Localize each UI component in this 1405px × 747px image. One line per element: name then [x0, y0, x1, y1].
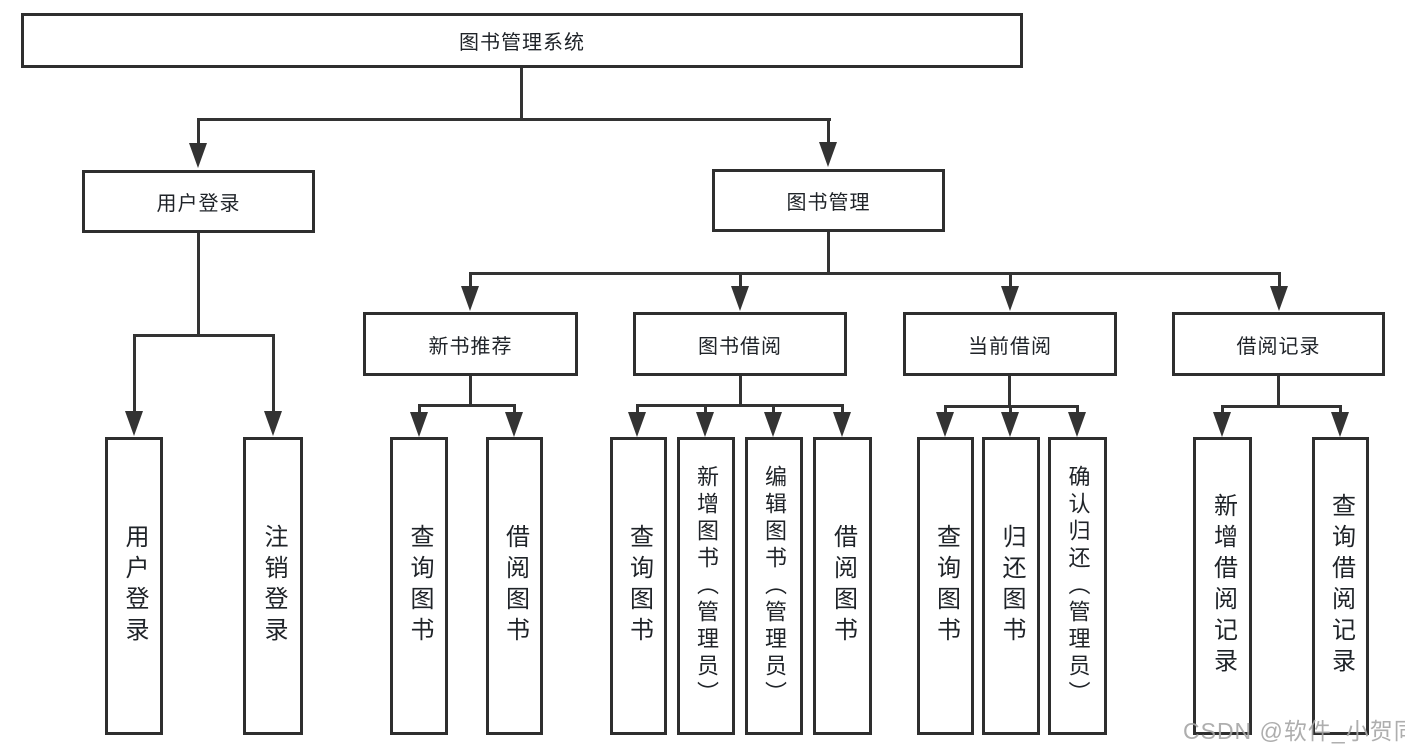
connector-line [272, 334, 275, 416]
connector-line [704, 404, 707, 417]
arrow-down-icon [1213, 412, 1231, 437]
leaf-query-book: 查询图书 [917, 437, 974, 735]
arrow-down-icon [1001, 412, 1019, 437]
connector-line [739, 272, 742, 290]
connector-line [520, 68, 523, 121]
leaf-label: 编辑图书（管理员） [762, 464, 787, 708]
node-new-book-recommend: 新书推荐 [363, 312, 578, 376]
leaf-label: 确认归还（管理员） [1065, 464, 1091, 708]
node-root-label: 图书管理系统 [459, 32, 585, 54]
leaf-label: 新增图书（管理员） [694, 464, 719, 708]
arrow-down-icon [505, 412, 523, 437]
node-current-borrow: 当前借阅 [903, 312, 1117, 376]
arrow-down-icon [1001, 286, 1019, 311]
connector-line [469, 272, 1281, 275]
arrow-down-icon [1331, 412, 1349, 437]
arrow-down-icon [936, 412, 954, 437]
arrow-down-icon [125, 411, 143, 436]
leaf-label: 查询借阅记录 [1327, 493, 1355, 679]
arrow-down-icon [410, 412, 428, 437]
connector-line [636, 404, 639, 417]
leaf-label: 查询图书 [406, 524, 433, 648]
leaf-label: 查询图书 [932, 524, 960, 648]
connector-line [197, 233, 200, 337]
connector-line [469, 272, 472, 290]
arrow-down-icon [764, 412, 782, 437]
node-borrow-record: 借阅记录 [1172, 312, 1385, 376]
connector-line [1076, 405, 1079, 417]
arrow-down-icon [628, 412, 646, 437]
node-label: 当前借阅 [968, 335, 1052, 358]
connector-line [772, 404, 775, 417]
arrow-down-icon [189, 143, 207, 168]
leaf-label: 归还图书 [998, 524, 1025, 648]
connector-line [418, 404, 516, 407]
connector-line [133, 334, 275, 337]
leaf-edit-book-admin: 编辑图书（管理员） [745, 437, 803, 735]
node-label: 用户登录 [156, 193, 241, 215]
connector-line [1221, 405, 1224, 417]
node-label: 新书推荐 [428, 335, 513, 358]
connector-line [1009, 405, 1012, 417]
connector-line [739, 376, 742, 407]
connector-line [197, 118, 200, 148]
leaf-query-book: 查询图书 [610, 437, 667, 735]
connector-line [1278, 272, 1281, 290]
connector-line [944, 405, 947, 417]
arrow-down-icon [461, 286, 479, 311]
arrow-down-icon [264, 411, 282, 436]
connector-line [827, 118, 830, 148]
leaf-label: 新增借阅记录 [1209, 493, 1237, 679]
leaf-confirm-return-admin: 确认归还（管理员） [1048, 437, 1107, 735]
leaf-query-book: 查询图书 [390, 437, 448, 735]
connector-line [133, 334, 136, 416]
node-label: 借阅记录 [1236, 335, 1321, 358]
connector-line [469, 376, 472, 407]
arrow-down-icon [1068, 412, 1086, 437]
leaf-label: 用户登录 [121, 524, 148, 648]
node-root: 图书管理系统 [21, 13, 1023, 68]
leaf-borrow-book: 借阅图书 [813, 437, 872, 735]
connector-line [513, 404, 516, 417]
connector-line [1008, 376, 1011, 408]
node-user-login: 用户登录 [82, 170, 315, 233]
connector-line [1339, 405, 1342, 417]
connector-line [1221, 405, 1342, 408]
arrow-down-icon [1270, 286, 1288, 311]
leaf-logout: 注销登录 [243, 437, 303, 735]
node-book-borrow: 图书借阅 [633, 312, 847, 376]
connector-line [1277, 376, 1280, 408]
leaf-label: 注销登录 [260, 524, 287, 648]
arrow-down-icon [819, 142, 837, 167]
connector-line [197, 118, 831, 121]
connector-line [418, 404, 421, 417]
node-label: 图书管理 [786, 192, 871, 214]
arrow-down-icon [696, 412, 714, 437]
leaf-borrow-book: 借阅图书 [486, 437, 543, 735]
csdn-watermark: CSDN @软件_小贺同学 [1183, 718, 1405, 744]
connector-line [841, 404, 844, 417]
leaf-query-borrow-record: 查询借阅记录 [1312, 437, 1369, 735]
connector-line [1009, 272, 1012, 290]
leaf-user-login: 用户登录 [105, 437, 163, 735]
leaf-label: 借阅图书 [501, 524, 529, 648]
node-label: 图书借阅 [698, 335, 782, 358]
connector-line [827, 232, 830, 275]
arrow-down-icon [731, 286, 749, 311]
leaf-add-book-admin: 新增图书（管理员） [677, 437, 735, 735]
leaf-label: 查询图书 [625, 524, 653, 648]
node-book-management: 图书管理 [712, 169, 945, 232]
connector-line [636, 404, 844, 407]
leaf-return-book: 归还图书 [982, 437, 1040, 735]
leaf-label: 借阅图书 [829, 524, 857, 648]
leaf-add-borrow-record: 新增借阅记录 [1193, 437, 1252, 735]
arrow-down-icon [833, 412, 851, 437]
